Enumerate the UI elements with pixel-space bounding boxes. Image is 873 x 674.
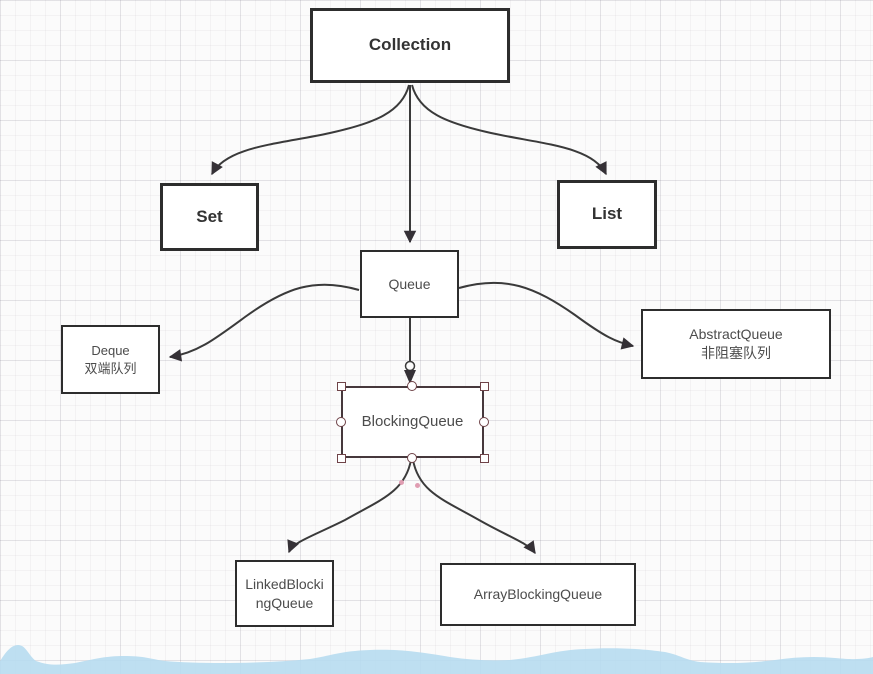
node-collection-label: Collection [368, 35, 452, 55]
node-set-label: Set [196, 206, 223, 226]
node-abstractqueue[interactable]: AbstractQueue 非阻塞队列 [641, 309, 831, 379]
selection-handle-top-left[interactable] [336, 381, 346, 391]
selection-handle-left-mid[interactable] [336, 417, 346, 427]
node-linkedblockingqueue[interactable]: LinkedBlocki ngQueue [235, 560, 334, 627]
connection-point-dot [415, 483, 420, 488]
edge-collection-list[interactable] [411, 84, 607, 176]
selection-handle-right-mid[interactable] [479, 417, 489, 427]
node-collection[interactable]: Collection [310, 8, 510, 83]
node-linkedblockingqueue-label-line1: LinkedBlocki [245, 575, 324, 592]
wave-shape [0, 645, 873, 674]
edge-queue-deque[interactable] [168, 283, 360, 362]
node-deque-label-line1: Deque [91, 342, 130, 358]
selection-handle-bottom-right[interactable] [479, 453, 489, 463]
edge-blockingqueue-array[interactable] [412, 459, 536, 555]
node-deque-label-line2: 双端队列 [84, 360, 137, 376]
node-deque[interactable]: Deque 双端队列 [61, 325, 160, 394]
edge-queue-abstractqueue[interactable] [458, 281, 635, 350]
node-list-label: List [591, 204, 623, 224]
edge-endpoint-circle[interactable] [404, 360, 416, 372]
selection-handle-top-right[interactable] [479, 381, 489, 391]
selection-handle-bottom-mid[interactable] [407, 453, 417, 463]
node-queue-label: Queue [388, 275, 431, 292]
selection-handle-top-mid[interactable] [407, 381, 417, 391]
node-abstractqueue-label-line2: 非阻塞队列 [701, 345, 771, 361]
node-blockingqueue-label: BlockingQueue [361, 412, 464, 430]
selection-handle-bottom-left[interactable] [336, 453, 346, 463]
node-arrayblockingqueue[interactable]: ArrayBlockingQueue [440, 563, 636, 626]
node-list[interactable]: List [557, 180, 657, 249]
connection-point-dot [399, 480, 404, 485]
edge-blockingqueue-linked[interactable] [287, 459, 412, 554]
node-queue[interactable]: Queue [360, 250, 459, 318]
node-blockingqueue-selected[interactable]: BlockingQueue [341, 386, 484, 458]
node-abstractqueue-label-line1: AbstractQueue [689, 326, 783, 343]
node-arrayblockingqueue-label: ArrayBlockingQueue [473, 586, 603, 603]
node-set[interactable]: Set [160, 183, 259, 251]
edge-collection-set[interactable] [211, 84, 410, 176]
node-linkedblockingqueue-label-line2: ngQueue [255, 594, 314, 611]
